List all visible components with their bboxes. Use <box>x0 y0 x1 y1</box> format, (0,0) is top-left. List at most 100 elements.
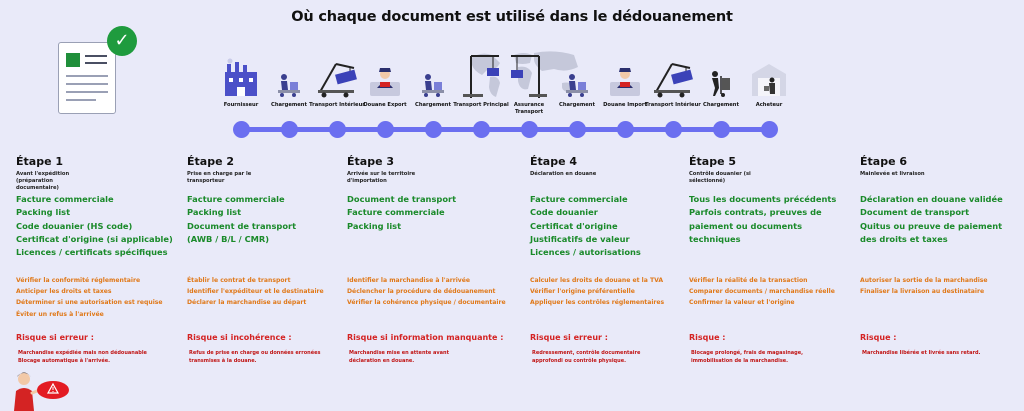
timeline-dot <box>280 121 298 138</box>
risk-text: Blocage prolongé, frais de magasinage, im… <box>691 349 803 365</box>
timeline-dot <box>424 121 442 138</box>
step-subtitle: Déclaration en douane <box>530 171 597 177</box>
document-illustration <box>58 42 116 114</box>
ship-crane-icon <box>504 55 554 98</box>
forklift-icon <box>408 56 458 98</box>
risk-line: Marchandise expédiée mais non dédouanabl… <box>18 350 147 356</box>
risk-title: Risque si erreur : <box>16 333 94 342</box>
document-item: (AWB / B/L / CMR) <box>187 233 270 244</box>
forklift-icon <box>552 56 602 98</box>
document-item: Document de transport <box>187 220 297 231</box>
document-item: Packing list <box>347 220 402 231</box>
risk-title: Risque : <box>689 333 726 342</box>
risk-line: approfondi ou contrôle physique. <box>532 358 626 364</box>
timeline-dot <box>520 121 538 138</box>
check-item: Déterminer si une autorisation est requi… <box>16 299 163 307</box>
document-item: Facture commerciale <box>16 194 114 204</box>
stage-label: Acheteur <box>755 102 783 108</box>
step-column: Étape 3 Arrivée sur le territoire d'impor… <box>347 155 506 364</box>
document-item: Facture commerciale <box>347 207 445 218</box>
check-item: Vérifier la conformité réglementaire <box>16 277 141 284</box>
risk-line: transmises à la douane. <box>189 358 257 364</box>
document-item: Licences / autorisations <box>530 247 641 258</box>
timeline-dot <box>616 121 634 138</box>
check-item: Autoriser la sortie de la marchandise <box>860 277 988 284</box>
document-item: Code douanier (HS code) <box>16 220 133 231</box>
step-subtitle: Avant l'expédition (préparation document… <box>16 171 70 191</box>
document-item: paiement ou documents <box>689 220 803 231</box>
customs-officer-icon <box>600 56 650 98</box>
step-title: Étape 5 <box>689 155 737 168</box>
document-item: Packing list <box>16 207 71 218</box>
timeline-dot <box>712 121 730 138</box>
port-crane-icon <box>456 55 506 98</box>
stage-label: Fournisseur <box>223 102 259 108</box>
document-item: Quitus ou preuve de paiement <box>860 220 1003 231</box>
risk-title: Risque : <box>860 333 897 342</box>
risk-title: Risque si information manquante : <box>347 333 504 342</box>
customs-officer-icon <box>360 56 410 98</box>
document-item: Justificatifs de valeur <box>530 233 630 244</box>
step-title: Étape 3 <box>347 155 395 168</box>
document-item: Certificat d'origine <box>530 220 618 231</box>
risk-title: Risque si erreur : <box>530 333 608 342</box>
stage-label: Chargement <box>271 102 307 108</box>
risk-line: Redressement, contrôle documentaire <box>532 350 641 356</box>
check-item: Comparer documents / marchandise réelle <box>689 288 835 296</box>
stage-label: Chargement <box>703 102 739 108</box>
document-item: Facture commerciale <box>530 194 628 204</box>
warning-person-illustration <box>14 372 69 411</box>
risk-line: immobilisation de la marchandise. <box>691 358 789 364</box>
risk-line: Blocage prolongé, frais de magasinage, <box>691 350 803 356</box>
risk-line: Marchandise mise en attente avant <box>349 350 449 356</box>
step-title: Étape 2 <box>187 155 235 168</box>
check-item: Calculer les droits de douane et la TVA <box>530 277 664 284</box>
check-item: Vérifier l'origine préférentielle <box>530 288 635 296</box>
check-item: Éviter un refus à l'arrivée <box>16 310 104 318</box>
warehouse-icon <box>744 56 794 98</box>
risk-text: Marchandise expédiée mais non dédouanabl… <box>18 349 147 365</box>
timeline-dot <box>328 121 346 138</box>
risk-text: Marchandise mise en attente avant déclara… <box>349 349 449 365</box>
timeline-dot <box>664 121 682 138</box>
check-item: Identifier l'expéditeur et le destinatai… <box>187 288 324 296</box>
stage-label: Chargement <box>559 102 595 108</box>
step-subtitle: Arrivée sur le territoire d'importation <box>347 171 416 184</box>
factory-icon <box>216 56 266 98</box>
truck-crane-icon <box>312 56 362 98</box>
risk-title: Risque si incohérence : <box>187 333 292 342</box>
risk-text: Marchandise libérée et livrée sans retar… <box>862 349 980 357</box>
risk-text: Redressement, contrôle documentaire appro… <box>532 349 640 365</box>
document-item: des droits et taxes <box>860 233 948 244</box>
timeline-dot <box>376 121 394 138</box>
step-subtitle: Contrôle douanier (si sélectionné) <box>689 171 751 184</box>
timeline-track <box>240 127 768 132</box>
step-subtitle: Prise en charge par le transporteur <box>187 171 252 184</box>
risk-text: Refus de prise en charge ou données erro… <box>189 349 320 365</box>
risk-line: déclaration en douane. <box>349 358 415 364</box>
risk-line: Refus de prise en charge ou données erro… <box>189 350 321 356</box>
step-column: Étape 5 Contrôle douanier (si sélectionné… <box>689 155 836 364</box>
check-item: Déclarer la marchandise au départ <box>187 299 307 307</box>
risk-line: Blocage automatique à l'arrivée. <box>18 358 111 364</box>
stage-label: Chargement <box>415 102 451 108</box>
stage-label: Douane Export <box>363 102 407 108</box>
timeline-dot <box>472 121 490 138</box>
document-item: Tous les documents précédents <box>689 194 837 204</box>
timeline-dot <box>568 121 586 138</box>
check-item: Appliquer les contrôles réglementaires <box>530 299 665 307</box>
hand-truck-icon <box>696 56 746 98</box>
risk-line: Marchandise libérée et livrée sans retar… <box>862 350 981 356</box>
stage-label: Transport Principal <box>453 102 509 108</box>
